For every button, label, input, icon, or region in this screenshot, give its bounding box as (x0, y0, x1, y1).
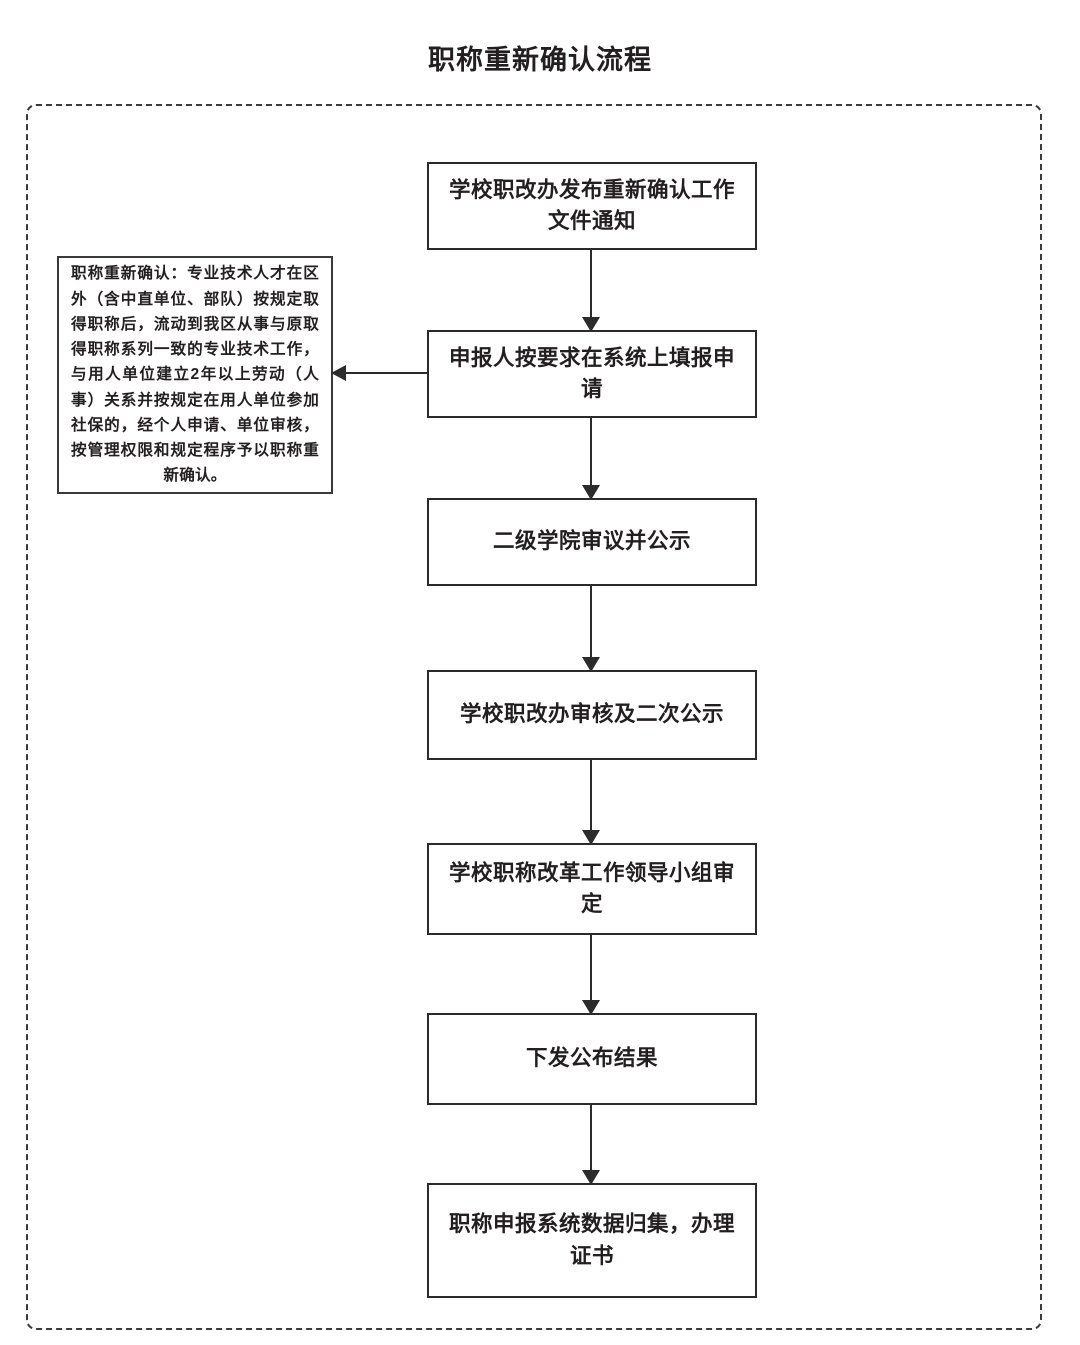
flow-step-5: 学校职称改革工作领导小组审定 (427, 843, 757, 935)
connector-6-to-7 (582, 1105, 600, 1185)
flow-step-2-label: 申报人按要求在系统上填报申请 (448, 345, 735, 401)
connector-2-to-3 (582, 418, 600, 500)
flow-step-1-label: 学校职改办发布重新确认工作文件通知 (448, 177, 735, 233)
flow-step-2: 申报人按要求在系统上填报申请 (427, 330, 757, 418)
arrow-down-icon (582, 317, 600, 332)
connector-5-to-6 (582, 935, 600, 1015)
flow-step-1: 学校职改办发布重新确认工作文件通知 (427, 162, 757, 250)
flow-step-6-label: 下发公布结果 (525, 1046, 658, 1071)
flow-step-3: 二级学院审议并公示 (427, 498, 757, 586)
definition-note-text: 职称重新确认：专业技术人才在区外（含中直单位、部队）按规定取得职称后，流动到我区… (71, 265, 319, 485)
flow-step-5-label: 学校职称改革工作领导小组审定 (448, 860, 735, 916)
connector-4-to-5 (582, 760, 600, 845)
note-connector-arrow (331, 365, 427, 381)
arrow-left-icon (331, 365, 346, 381)
flow-step-7: 职称申报系统数据归集，办理证书 (427, 1183, 757, 1298)
arrow-down-icon (582, 485, 600, 500)
diagram-frame (26, 104, 1042, 1330)
connector-3-to-4 (582, 586, 600, 672)
arrow-down-icon (582, 1170, 600, 1185)
flow-step-6: 下发公布结果 (427, 1013, 757, 1105)
arrow-down-icon (582, 830, 600, 845)
page-title: 职称重新确认流程 (428, 45, 652, 75)
arrow-down-icon (582, 1000, 600, 1015)
flow-step-3-label: 二级学院审议并公示 (492, 529, 691, 554)
flow-step-4-label: 学校职改办审核及二次公示 (459, 702, 724, 727)
connector-1-to-2 (582, 250, 600, 332)
definition-note-box: 职称重新确认：专业技术人才在区外（含中直单位、部队）按规定取得职称后，流动到我区… (57, 256, 333, 494)
flow-step-7-label: 职称申报系统数据归集，办理证书 (448, 1212, 735, 1268)
flow-step-4: 学校职改办审核及二次公示 (427, 670, 757, 760)
arrow-down-icon (582, 657, 600, 672)
